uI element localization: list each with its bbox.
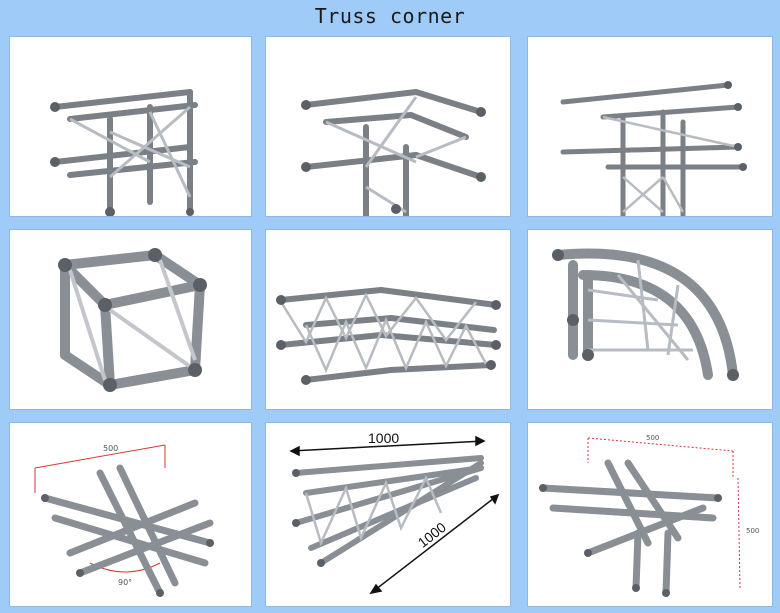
truss-angled-corner-dimensioned-image: 1000 1000 — [289, 430, 500, 595]
truss-curved-corner-image — [552, 248, 739, 381]
top-length-dimension-label: 1000 — [368, 430, 399, 446]
product-tile-9[interactable]: 500 500 — [527, 422, 773, 607]
truss-cross-4way-image: 500 90° — [34, 444, 214, 597]
truss-cube-box-corner-image — [58, 248, 207, 392]
product-tile-6[interactable] — [527, 229, 773, 410]
width-dimension-label: 500 — [103, 444, 118, 453]
truss-corner-2way-90-image — [50, 89, 198, 216]
product-tile-2[interactable] — [265, 36, 511, 217]
truss-angled-2way-corner-image — [276, 287, 501, 385]
truss-corner-3way-90-image — [301, 89, 486, 216]
height-dimension-label: 500 — [746, 527, 759, 535]
product-tile-7[interactable]: 500 90° — [9, 422, 252, 607]
product-tile-8[interactable]: 1000 1000 — [265, 422, 511, 607]
width-dimension-label: 500 — [646, 434, 659, 442]
truss-t-5way-image: 500 500 — [539, 434, 759, 597]
product-tile-4[interactable] — [9, 229, 252, 410]
product-tile-1[interactable] — [9, 36, 252, 217]
product-tile-3[interactable] — [527, 36, 773, 217]
truss-t-junction-4way-image — [560, 81, 747, 216]
angle-dimension-label: 90° — [118, 578, 132, 587]
page-title: Truss corner — [314, 4, 466, 28]
product-tile-5[interactable] — [265, 229, 511, 410]
